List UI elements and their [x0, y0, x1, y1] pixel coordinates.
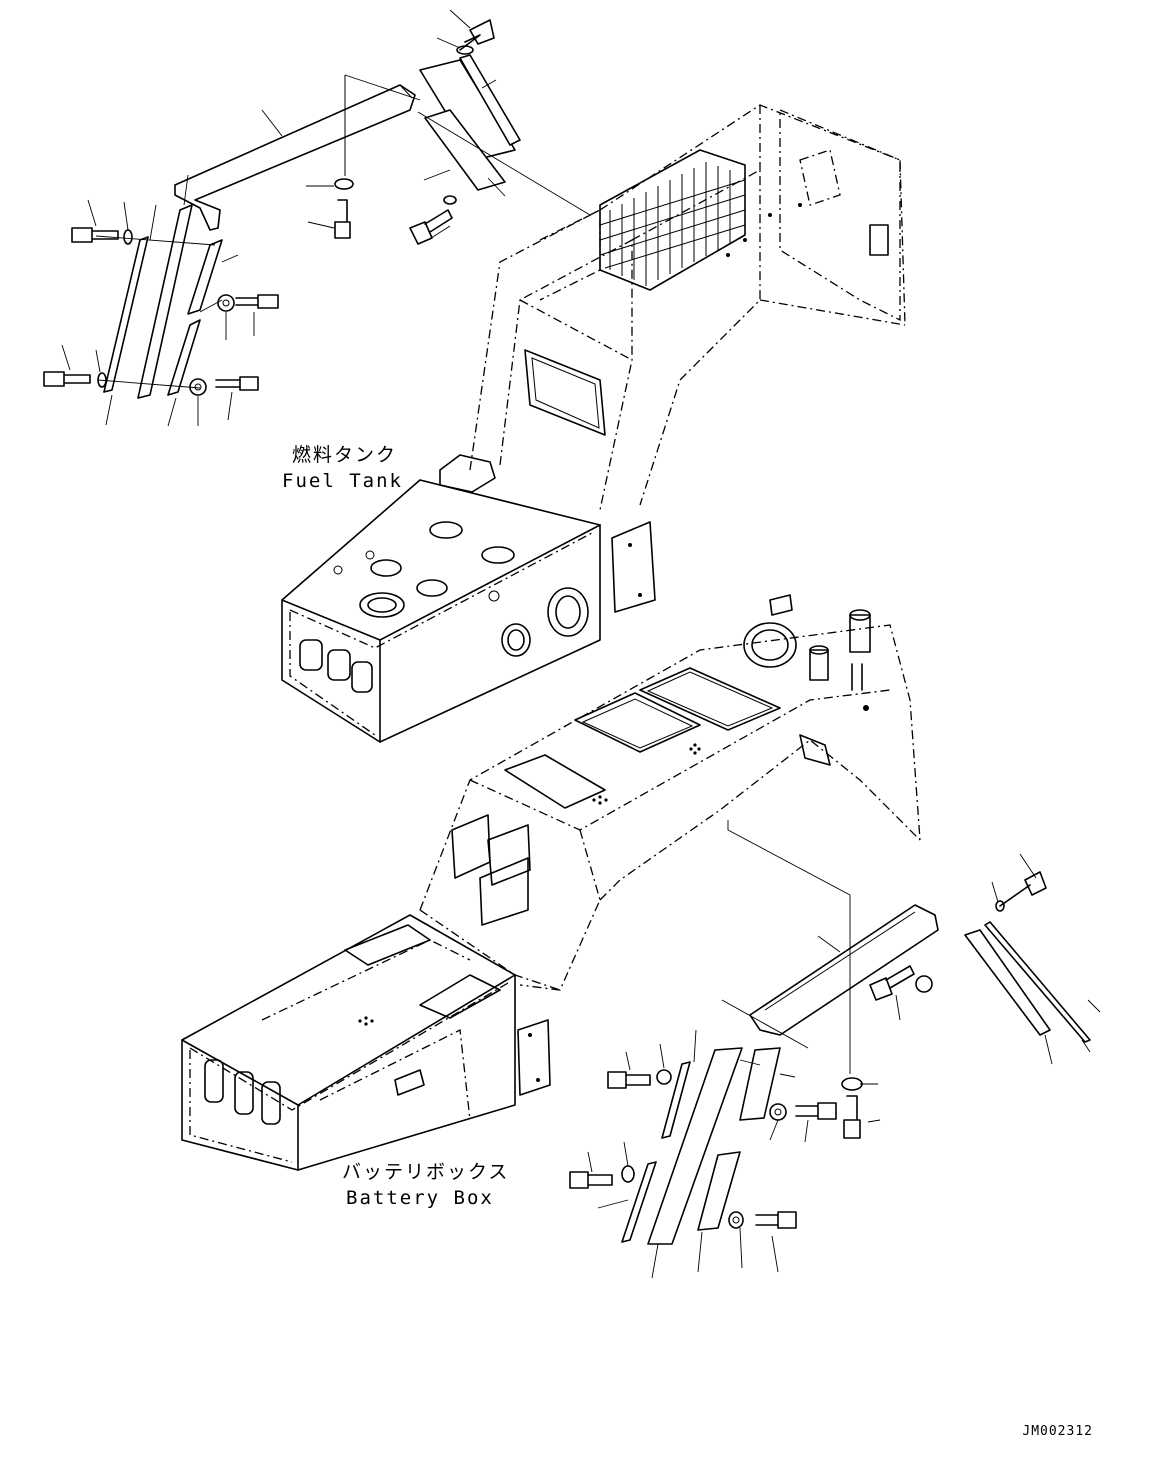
lower-bolts — [569, 871, 1047, 1229]
battery-box-label-jp: バッテリボックス — [342, 1161, 510, 1183]
battery-box-assembly — [181, 914, 551, 1171]
fuel-tank-label-jp: 燃料タンク — [292, 444, 398, 466]
bolts — [43, 19, 495, 391]
lower-frame — [419, 594, 921, 991]
radiator-grille — [599, 149, 746, 291]
upper-frame — [469, 104, 906, 511]
fuel-tank-label-en: Fuel Tank — [282, 470, 403, 492]
upper-cover-kit — [43, 9, 591, 427]
battery-box-label-en: Battery Box — [346, 1187, 494, 1209]
fuel-tank-assembly — [281, 454, 656, 743]
lower-cover-kit — [569, 820, 1101, 1279]
drawing-number: JM002312 — [1022, 1424, 1093, 1439]
